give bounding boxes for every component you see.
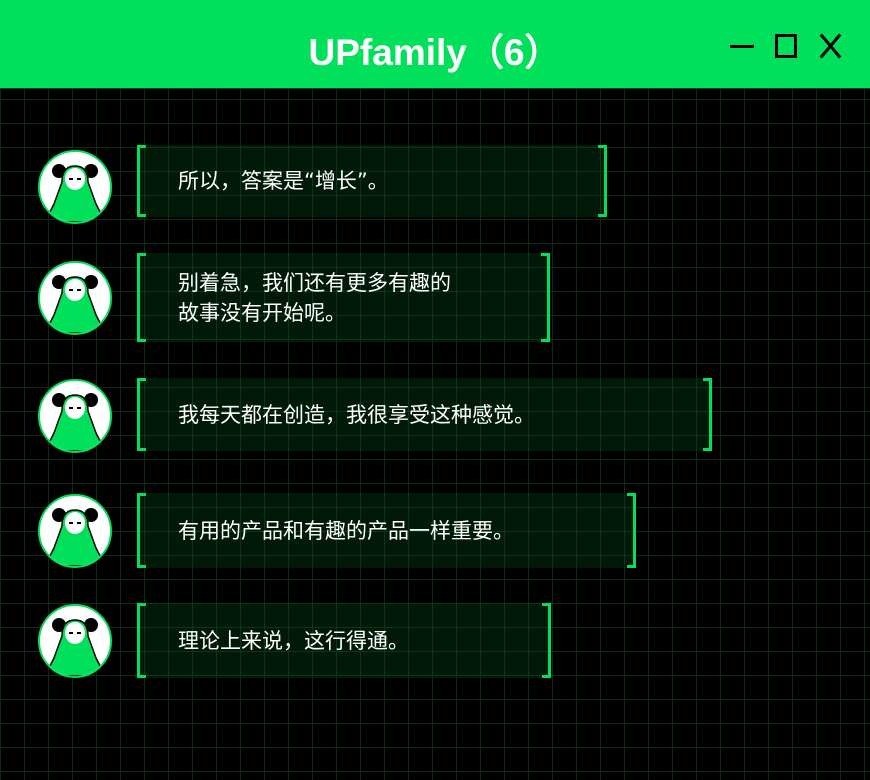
avatar-icon: [43, 164, 107, 222]
avatar: [38, 494, 112, 568]
avatar-icon: [43, 618, 107, 676]
minimize-button[interactable]: [730, 34, 754, 58]
close-button[interactable]: [818, 34, 842, 58]
message-text: 所以，答案是“增长”。: [178, 169, 389, 193]
message-text: 我每天都在创造，我很享受这种感觉。: [178, 402, 535, 427]
message-bubble: 我每天都在创造，我很享受这种感觉。: [137, 378, 712, 451]
window-title: UPfamily（6）: [308, 32, 562, 73]
avatar: [38, 379, 112, 453]
avatar: [38, 150, 112, 224]
message-bubble: 有用的产品和有趣的产品一样重要。: [137, 493, 636, 568]
avatar: [38, 604, 112, 678]
message-text: 理论上来说，这行得通。: [178, 628, 409, 653]
maximize-button[interactable]: [775, 34, 797, 58]
message-text: 别着急，我们还有更多有趣的 故事没有开始呢。: [178, 270, 451, 325]
message-text: 有用的产品和有趣的产品一样重要。: [178, 518, 514, 543]
message-bubble: 所以，答案是“增长”。: [137, 145, 607, 217]
avatar: [38, 261, 112, 335]
avatar-icon: [43, 275, 107, 333]
title-bar: UPfamily（6）: [0, 0, 870, 89]
avatar-icon: [43, 393, 107, 451]
avatar-icon: [43, 508, 107, 566]
message-bubble: 理论上来说，这行得通。: [137, 603, 551, 678]
message-bubble: 别着急，我们还有更多有趣的 故事没有开始呢。: [137, 253, 550, 342]
